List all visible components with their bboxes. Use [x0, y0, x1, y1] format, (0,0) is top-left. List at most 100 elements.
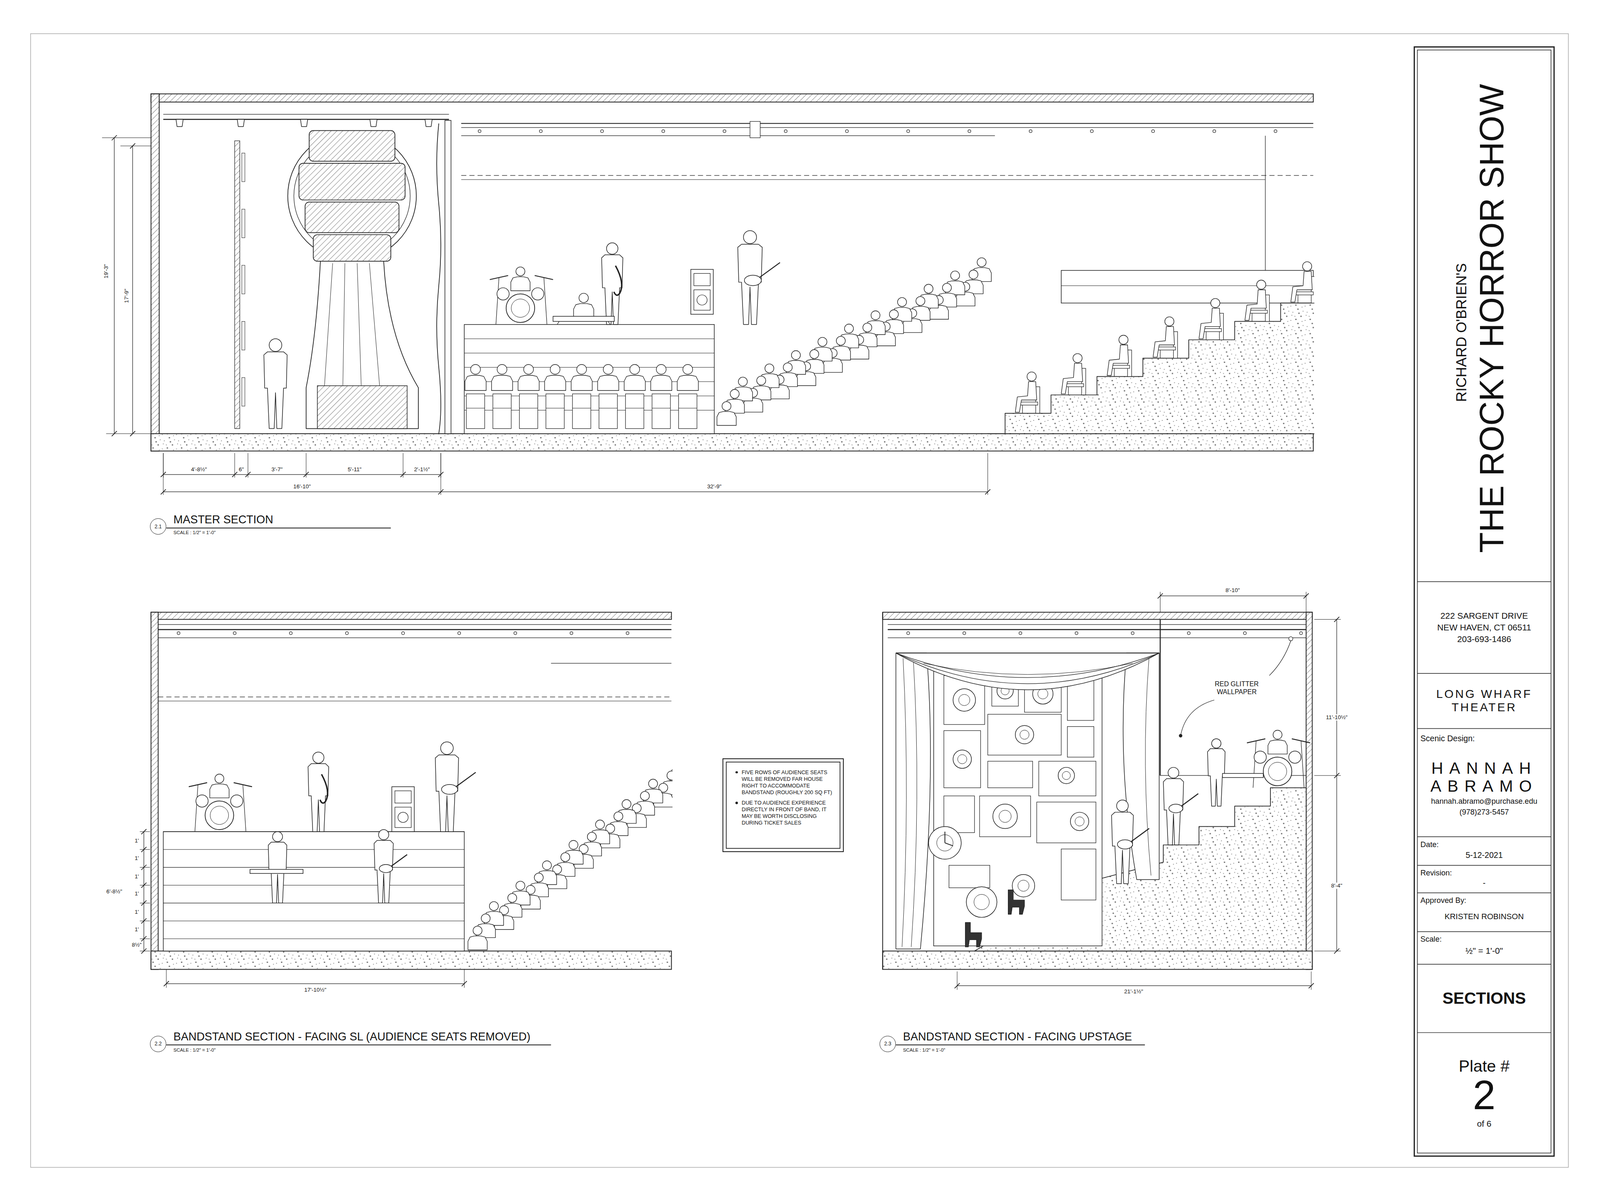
tom-drum [531, 287, 544, 300]
flat [234, 140, 240, 429]
note-text: DUE TO AUDIENCE EXPERIENCE DIRECTLY IN F… [741, 799, 834, 827]
dimension: 1' [133, 890, 140, 898]
dimension-tick [461, 981, 467, 987]
dimension: 6" [237, 466, 245, 473]
keyboard [250, 869, 303, 874]
chair-seat [466, 407, 485, 409]
audience-head [1027, 372, 1037, 382]
panel-module [1038, 761, 1096, 796]
valance-rod [895, 652, 1160, 654]
audience-head [515, 267, 525, 277]
lighting-unit [967, 129, 971, 133]
audience-head [897, 297, 907, 307]
lighting-unit [906, 129, 910, 133]
audience-body [210, 784, 230, 798]
audience-body [544, 375, 566, 391]
flat-brace [241, 377, 245, 407]
seat-leg [1297, 295, 1298, 304]
audience-head [656, 364, 667, 375]
guitar-body [1117, 840, 1133, 850]
light-fixture [370, 119, 378, 127]
lighting-unit [1090, 129, 1094, 133]
seat-leg [1251, 313, 1253, 322]
title-block-rule [1417, 728, 1552, 729]
cymbal [188, 782, 208, 787]
note-box: FIVE ROWS OF AUDIENCE SEATS WILL BE REMO… [722, 758, 844, 853]
audience-head [481, 913, 491, 923]
lighting-unit [570, 631, 573, 635]
audience-head [765, 363, 775, 373]
designer-name: HANNAH ABRAMO [1420, 759, 1548, 795]
lighting-unit [845, 129, 849, 133]
drafting-line [887, 624, 1307, 625]
panel-gauge-inner [974, 894, 990, 910]
chair-seat [678, 407, 698, 409]
chair [652, 393, 671, 429]
guitar-neck [1181, 793, 1199, 807]
title-block-rule [1417, 836, 1552, 837]
dimension: 1' [133, 926, 140, 933]
tom-drum [195, 795, 208, 808]
figure-body [601, 255, 623, 325]
chair-seat [652, 407, 671, 409]
panel-gauge-inner [957, 754, 967, 764]
amplifier-speaker [693, 290, 710, 311]
audience-head [977, 257, 987, 268]
venue-address: 222 SARGENT DRIVE NEW HAVEN, CT 06511 20… [1435, 610, 1533, 645]
lighting-unit [1029, 129, 1033, 133]
wallpaper-wall-edge [1159, 619, 1161, 776]
lighting-unit [1212, 129, 1216, 133]
audience-head [507, 893, 518, 903]
light-fixture [425, 119, 433, 127]
seated-figure [1245, 290, 1267, 321]
revision-cell: Revision:- [1417, 865, 1552, 893]
lighting-unit [345, 631, 349, 635]
audience-head [489, 901, 499, 911]
show-title: THE ROCKY HORROR SHOW [1472, 83, 1512, 553]
audience-head [791, 350, 801, 360]
dimension: 4'-8½" [190, 466, 208, 473]
dimension: 1' [133, 837, 140, 844]
audience-head [613, 811, 623, 821]
audience-head [1302, 261, 1312, 271]
chair [678, 393, 698, 429]
scale-value: ½" = 1'-0" [1465, 945, 1503, 956]
audience-head [722, 401, 732, 411]
dimension: 17'-9" [123, 287, 130, 305]
lighting-unit [1274, 129, 1278, 133]
extension-line [440, 452, 441, 495]
bandstand-section-sl [150, 612, 673, 970]
chair [625, 393, 644, 429]
chair-seat [599, 407, 618, 409]
view-number-circle: 2.2 [150, 1035, 167, 1053]
drafting-line [608, 321, 611, 325]
extension-line [162, 452, 164, 495]
seated-figure [1199, 308, 1221, 339]
clock-hand [945, 842, 954, 846]
bandstand-tier [163, 885, 465, 886]
audience-head [215, 774, 225, 784]
seat [1066, 383, 1084, 387]
leader-line [1269, 640, 1291, 676]
audience-head [862, 322, 873, 333]
lighting-unit [1131, 631, 1135, 635]
title-cell: RICHARD O'BRIEN'STHE ROCKY HORROR SHOW [1417, 50, 1552, 582]
figure-body [435, 755, 459, 832]
figure-head [378, 829, 389, 840]
panel-gauge [1012, 874, 1035, 898]
audience-body [491, 375, 513, 391]
dimension-tick [954, 983, 960, 989]
lighting-unit [906, 631, 910, 635]
seat [1250, 310, 1268, 313]
drape [895, 652, 931, 949]
seated-figure [1290, 271, 1313, 302]
bandstand-tier [163, 938, 465, 940]
cymbal-stand [195, 784, 198, 832]
cymbal [490, 275, 509, 280]
extension-line [140, 902, 150, 904]
lighting-unit [1243, 631, 1247, 635]
speaker-cone [397, 812, 408, 823]
amplifier-panel [693, 273, 710, 286]
audience-head [550, 364, 560, 375]
floor-slab [150, 433, 1313, 452]
